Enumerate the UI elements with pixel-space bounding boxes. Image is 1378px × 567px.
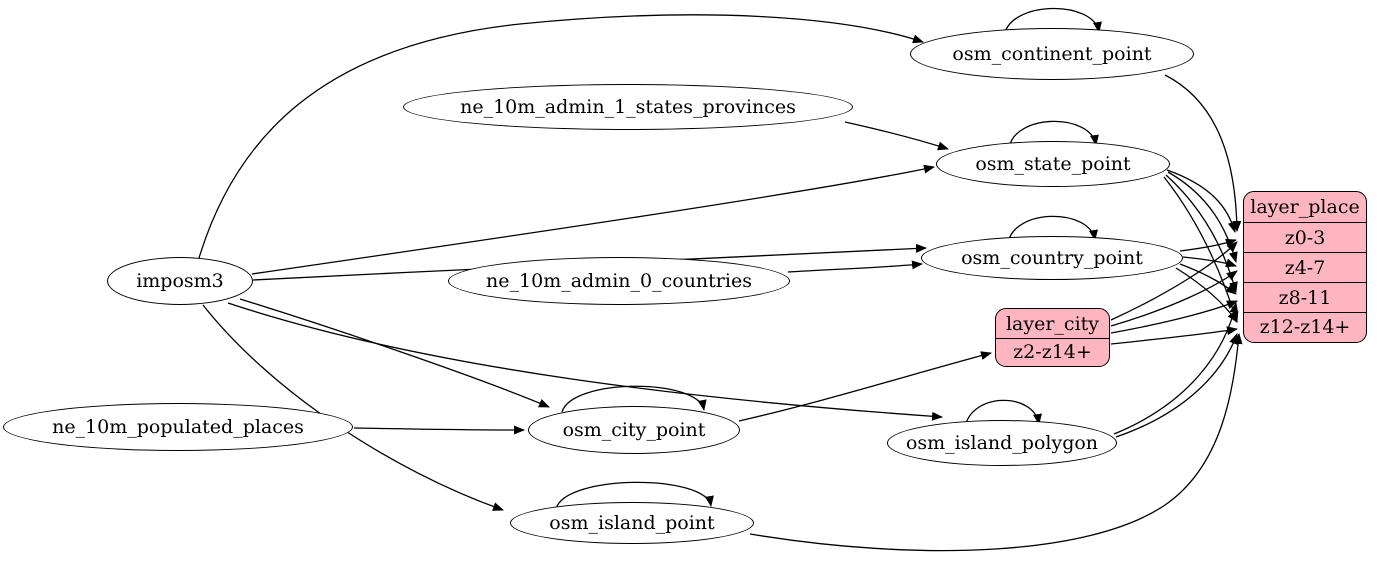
edge-imposm3-osm-continent-point xyxy=(198,14,924,259)
edge-layer-city-layer-place-z12-z14- xyxy=(1110,326,1238,345)
edge-osm-continent-point-layer-place-z0-3 xyxy=(1164,74,1242,232)
node-osm-island-polygon-label: osm_island_polygon xyxy=(905,432,1099,454)
edge-osm-country-point-layer-place-z8-11 xyxy=(1179,263,1237,295)
edge-imposm3-osm-island-polygon xyxy=(227,302,943,421)
edge-imposm3-osm-city-point xyxy=(239,298,550,408)
edge-self-osm-country-point xyxy=(1007,215,1098,244)
node-osm-country-point-label: osm_country_point xyxy=(961,247,1143,269)
edge-ne-10m-admin-0-countries-osm-country-point xyxy=(787,260,923,273)
record-layer-place-row-z12-z14: z12-z14+ xyxy=(1244,312,1366,341)
node-osm-island-point: osm_island_point xyxy=(510,502,754,544)
node-osm-city-point: osm_city_point xyxy=(528,406,740,454)
edge-layer-city-layer-place-z0-3 xyxy=(1110,241,1238,321)
node-ne-10m-populated-places: ne_10m_populated_places xyxy=(3,403,353,451)
edge-osm-country-point-layer-place-z4-7 xyxy=(1182,256,1237,268)
record-layer-city: layer_city z2-z14+ xyxy=(995,308,1110,367)
edge-osm-island-polygon-layer-place-z12-z14- xyxy=(1115,333,1238,438)
node-ne-10m-admin-0-countries: ne_10m_admin_0_countries xyxy=(448,257,790,305)
node-osm-island-point-label: osm_island_point xyxy=(549,512,715,534)
node-osm-state-point-label: osm_state_point xyxy=(975,153,1131,175)
edge-ne-10m-populated-places-osm-city-point xyxy=(353,425,525,435)
node-osm-continent-point-label: osm_continent_point xyxy=(952,43,1152,65)
edge-layer-city-layer-place-z8-11 xyxy=(1110,300,1238,334)
record-layer-place-row-z0-3: z0-3 xyxy=(1244,222,1366,252)
node-osm-state-point: osm_state_point xyxy=(936,141,1170,187)
edge-self-osm-continent-point xyxy=(1003,7,1102,37)
record-layer-place-title: layer_place xyxy=(1250,196,1360,218)
node-ne-10m-admin-0-countries-label: ne_10m_admin_0_countries xyxy=(486,270,752,292)
edge-self-osm-state-point xyxy=(1008,120,1099,149)
edge-imposm3-osm-state-point xyxy=(251,164,935,275)
record-layer-city-row-z2-z14: z2-z14+ xyxy=(996,338,1109,365)
node-imposm3: imposm3 xyxy=(107,257,253,305)
edge-osm-country-point-layer-place-z12-z14- xyxy=(1175,267,1238,323)
node-osm-city-point-label: osm_city_point xyxy=(562,419,706,441)
edge-layer-city-layer-place-z4-7 xyxy=(1110,270,1238,327)
edge-osm-island-polygon-layer-place-z8-11 xyxy=(1113,302,1239,435)
edge-osm-island-point-layer-place-z12-z14- xyxy=(749,333,1243,552)
node-osm-continent-point: osm_continent_point xyxy=(910,28,1194,80)
edge-self-osm-city-point xyxy=(561,385,707,413)
node-ne-10m-populated-places-label: ne_10m_populated_places xyxy=(52,416,304,438)
node-ne-10m-admin-1-states-provinces: ne_10m_admin_1_states_provinces xyxy=(403,84,853,130)
node-ne-10m-admin-1-states-provinces-label: ne_10m_admin_1_states_provinces xyxy=(460,96,796,118)
record-layer-place-row-z8-11: z8-11 xyxy=(1244,282,1366,312)
edge-self-osm-island-point xyxy=(555,481,714,510)
node-osm-country-point: osm_country_point xyxy=(921,236,1183,280)
edge-osm-state-point-layer-place-z0-3 xyxy=(1166,169,1237,233)
record-layer-city-title: layer_city xyxy=(1005,312,1100,335)
edge-osm-country-point-layer-place-z0-3 xyxy=(1179,238,1237,252)
edge-osm-city-point-layer-city-z2-z14- xyxy=(738,351,992,422)
record-layer-place: layer_place z0-3 z4-7 z8-11 z12-z14+ xyxy=(1243,191,1367,343)
edge-self-osm-island-polygon xyxy=(964,399,1042,428)
node-osm-island-polygon: osm_island_polygon xyxy=(887,420,1117,466)
edge-ne-10m-admin-1-states-provinces-osm-state-point xyxy=(844,121,949,151)
node-imposm3-label: imposm3 xyxy=(136,270,224,292)
record-layer-place-row-z4-7: z4-7 xyxy=(1244,252,1366,282)
